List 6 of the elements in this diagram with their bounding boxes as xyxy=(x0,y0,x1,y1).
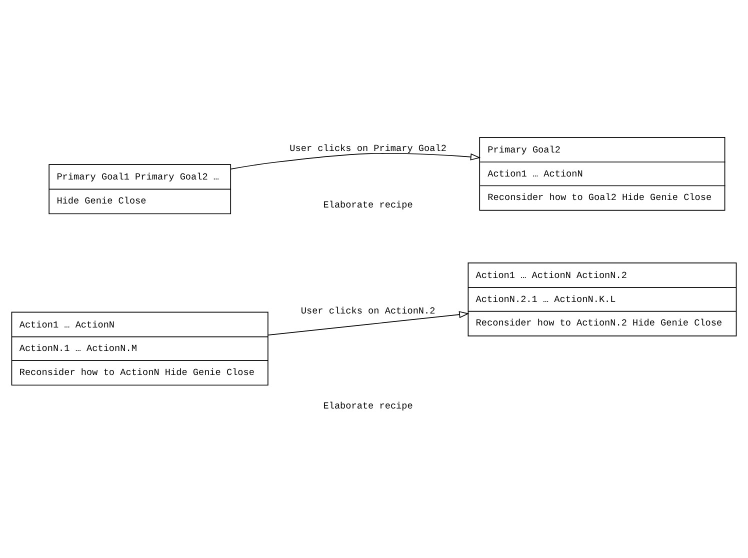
edge-label: User clicks on Primary Goal2 xyxy=(290,142,446,154)
label: Elaborate recipe xyxy=(323,400,413,412)
arrow xyxy=(230,152,481,170)
edge-label: User clicks on ActionN.2 xyxy=(300,305,436,316)
label: Elaborate recipe xyxy=(323,199,413,210)
arrow xyxy=(268,310,470,335)
